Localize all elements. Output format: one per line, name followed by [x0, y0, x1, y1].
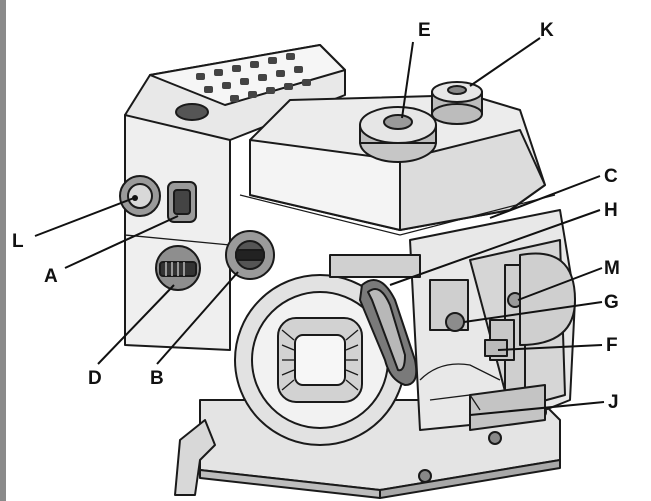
callout-J: J — [608, 392, 619, 413]
callout-H: H — [604, 200, 618, 221]
callout-C: C — [604, 166, 618, 187]
callout-L: L — [12, 231, 24, 252]
callout-labels: E K C H M G F J L A D B — [12, 20, 620, 413]
control-knob-B — [225, 230, 275, 280]
carburetor-area — [329, 254, 508, 411]
callout-M: M — [604, 258, 620, 279]
callout-D: D — [88, 368, 102, 389]
air-cleaner-housing — [124, 44, 346, 351]
oil-filler-cap — [431, 81, 483, 125]
leader-lines — [34, 37, 605, 416]
control-knob-L — [119, 175, 161, 217]
callout-B: B — [150, 368, 164, 389]
muffler — [519, 252, 576, 346]
fuel-cap — [359, 106, 437, 163]
control-knob-D — [155, 245, 201, 291]
recoil-starter — [234, 274, 406, 446]
callout-K: K — [540, 20, 554, 41]
vent-grid — [196, 53, 311, 102]
starter-handle — [359, 279, 418, 386]
control-key-A — [167, 181, 197, 223]
left-border — [0, 0, 6, 501]
callout-E: E — [418, 20, 431, 41]
callout-G: G — [604, 292, 619, 313]
callout-F: F — [606, 335, 618, 356]
callout-A: A — [44, 266, 58, 287]
